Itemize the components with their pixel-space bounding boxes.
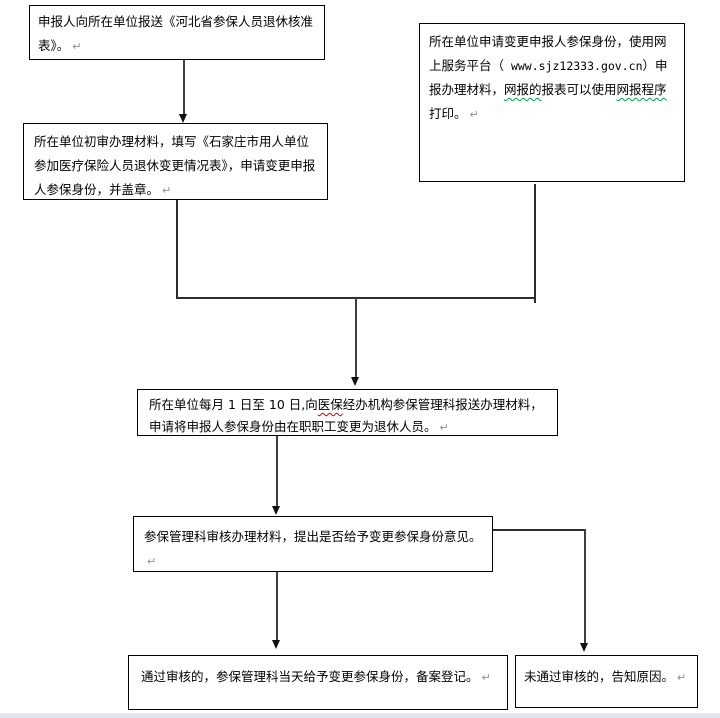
arrow-review-to-approved [276,572,278,640]
flow-box-text: 参保管理科审核办理材料，提出是否给予变更参保身份意见。 [144,529,482,544]
flow-box-text: 所在单位初审办理材料，填写《石家庄市用人单位参加医疗保险人员退休变更情况表》，申… [34,134,316,197]
flow-box-approved-result: 通过审核的，参保管理科当天给予变更参保身份，备案登记。↵ [128,655,508,710]
flow-box-rejected-result: 未通过审核的，告知原因。↵ [515,655,698,708]
misspelled-text: 医保 [317,397,343,412]
flow-box-text: 未通过审核的，告知原因。 [524,669,675,684]
connector-from-initial-review [176,200,178,298]
text-segment: 打印。 [429,106,467,121]
return-mark: ↵ [439,421,449,434]
arrow-report-to-initial-review [183,60,185,114]
flow-box-text: 申报人向所在单位报送《河北省参保人员退休核准表》。 [38,14,314,53]
flow-box-online-declare: 所在单位申请变更申报人参保身份，使用网上服务平台（ www.sjz12333.g… [419,23,685,182]
misspelled-text: 网报程序 [616,82,667,97]
misspelled-text: 网报的 [504,82,542,97]
connector-review-right-branch [493,529,584,531]
return-mark: ↵ [72,40,82,53]
text-segment: 所在单位申请变更申报人参保身份，使用网上服务平台（ [429,34,667,73]
arrow-monthly-submit-to-review [276,436,278,506]
arrowhead-down-icon [351,377,359,386]
text-segment: 经办机构参保管理科报送办理材料，申请将申报人参保身份由在职职工变更为退休人员。 [149,397,543,434]
return-mark: ↵ [677,671,687,684]
text-segment: ）申报办理材料， [429,58,668,97]
flow-box-report-form: 申报人向所在单位报送《河北省参保人员退休核准表》。↵ [29,5,325,60]
arrowhead-down-icon [580,643,588,652]
return-mark: ↵ [162,184,172,197]
return-mark: ↵ [481,671,491,684]
return-mark: ↵ [469,108,479,121]
connector-from-online-declare [534,184,536,303]
arrowhead-down-icon [272,640,280,649]
arrow-merge-to-monthly-submit [355,298,357,377]
flow-box-text: 通过审核的，参保管理科当天给予变更参保身份，备案登记。 [141,669,479,684]
flow-box-unit-initial-review: 所在单位初审办理材料，填写《石家庄市用人单位参加医疗保险人员退休变更情况表》，申… [23,123,328,200]
arrowhead-down-icon [179,114,187,123]
return-mark: ↵ [147,555,157,568]
text-segment: 报表可以使用 [541,82,617,97]
flow-box-monthly-submit: 所在单位每月 1 日至 10 日,向医保经办机构参保管理科报送办理材料，申请将申… [137,389,558,436]
flow-box-dept-review: 参保管理科审核办理材料，提出是否给予变更参保身份意见。 ↵ [133,516,493,572]
arrowhead-down-icon [272,506,280,515]
arrow-review-to-rejected [584,529,586,643]
connector-merge-bar [176,297,536,299]
text-segment: 所在单位每月 1 日至 10 日,向 [149,397,318,412]
bottom-highlight-band [0,713,720,718]
url-text: www.sjz12333.gov.cn [504,59,643,73]
